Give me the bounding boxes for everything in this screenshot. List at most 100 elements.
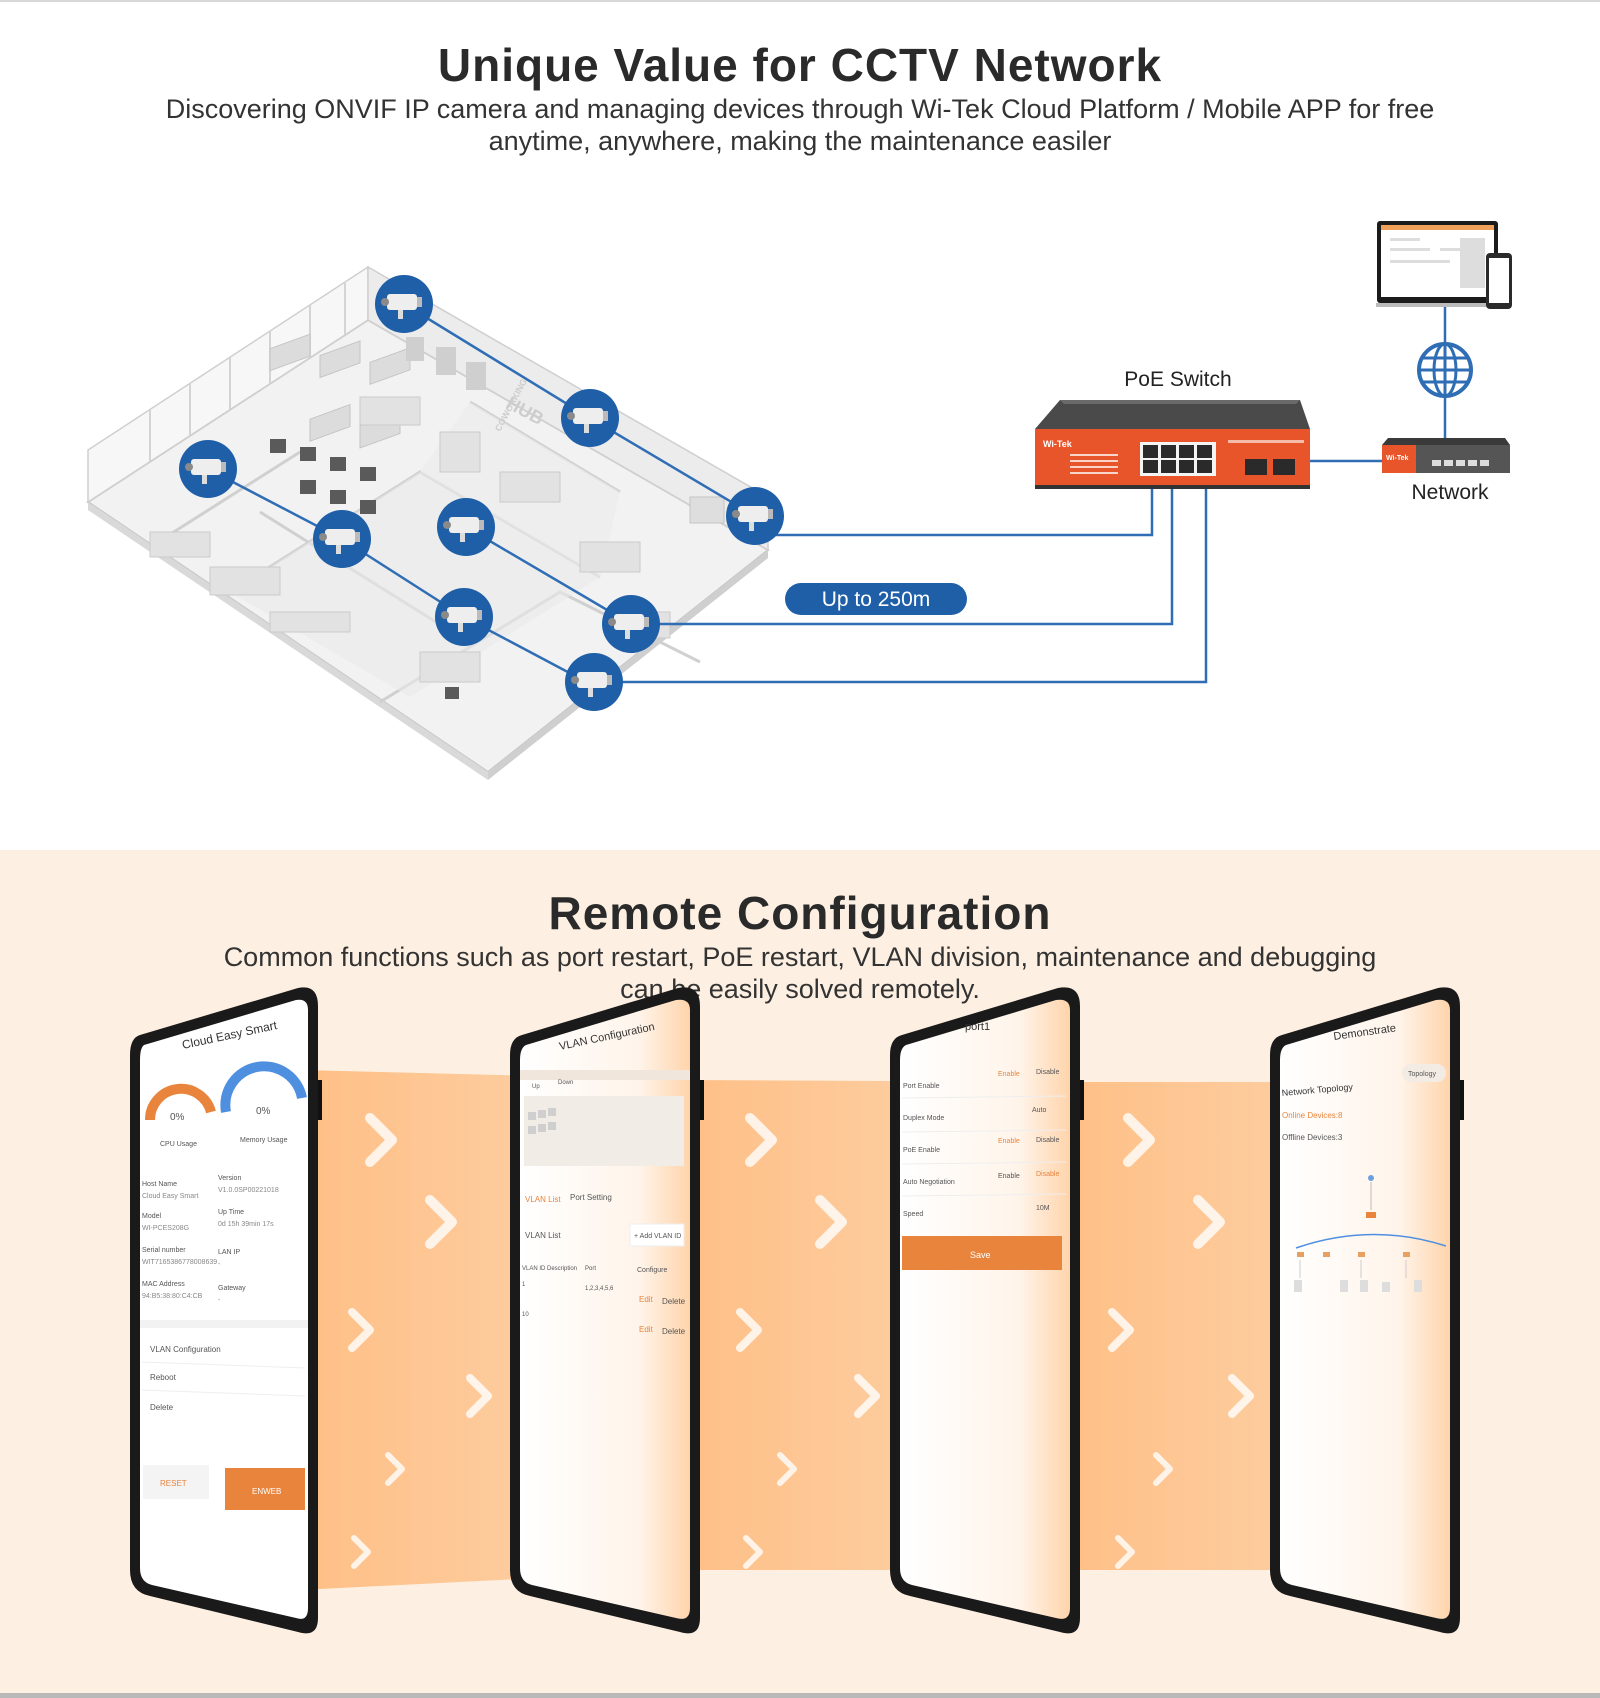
legend-down: Down — [558, 1080, 573, 1086]
speed-label: Speed — [903, 1211, 923, 1218]
version-value: V1.0.0SP00221018 — [218, 1187, 279, 1194]
poe-switch-device: PoE Switch Wi-Tek — [1035, 368, 1310, 489]
cpu-label: CPU Usage — [160, 1141, 197, 1148]
chevron-right-icon — [1108, 1113, 1254, 1569]
menu-delete[interactable]: Delete — [150, 1403, 174, 1412]
autoneg-enable-option[interactable]: Enable — [998, 1173, 1020, 1180]
ip-cameras — [179, 275, 784, 711]
port-enable-option[interactable]: Enable — [998, 1071, 1020, 1078]
tab-vlan-list[interactable]: VLAN List — [525, 1195, 561, 1204]
col-description: Description — [547, 1266, 577, 1272]
model-label: Model — [142, 1213, 162, 1220]
section-subtitle-line2: anytime, anywhere, making the maintenanc… — [488, 126, 1112, 156]
serial-label: Serial number — [142, 1247, 186, 1254]
monitor-and-phone-icon — [1376, 221, 1512, 309]
menu-vlan-configuration[interactable]: VLAN Configuration — [150, 1345, 221, 1354]
vlan-list-label: VLAN List — [525, 1231, 561, 1240]
row2-vlan-id: 10 — [522, 1312, 529, 1318]
top-divider — [0, 0, 1600, 2]
add-vlan-button[interactable]: + Add VLAN ID — [634, 1233, 681, 1240]
speed-select[interactable]: 10M — [1036, 1205, 1050, 1212]
phone-port-settings: port1 Port Enable Enable Disable Duplex … — [890, 987, 1084, 1634]
memory-value: 0% — [256, 1106, 271, 1117]
camera-icon — [375, 275, 433, 333]
poe-disable-option[interactable]: Disable — [1036, 1137, 1059, 1144]
enweb-button[interactable]: ENWEB — [252, 1487, 281, 1496]
row1-port: 1,2,3,4,5,6 — [585, 1286, 614, 1292]
cpu-value: 0% — [170, 1112, 185, 1123]
row1-vlan-id: 1 — [522, 1282, 526, 1288]
phone3-title: port1 — [965, 1021, 990, 1033]
tab-port-setting[interactable]: Port Setting — [570, 1193, 612, 1202]
host-name-value: Cloud Easy Smart — [142, 1193, 198, 1200]
phones-showcase: Cloud Easy Smart 0% 0% CPU Usage Memory … — [130, 987, 1464, 1634]
memory-label: Memory Usage — [240, 1137, 288, 1144]
camera-icon — [565, 653, 623, 711]
gateway-value: - — [218, 1297, 221, 1304]
online-devices: Online Devices:8 — [1282, 1111, 1343, 1120]
cctv-network-section: Unique Value for CCTV Network Discoverin… — [0, 2, 1600, 850]
cctv-network-diagram: HUB COWORKING — [86, 221, 1512, 780]
serial-value: WIT7165386778008639 — [142, 1259, 217, 1266]
autoneg-disable-option[interactable]: Disable — [1036, 1171, 1059, 1178]
network-label: Network — [1411, 481, 1489, 504]
switch-brand: Wi-Tek — [1043, 439, 1073, 449]
col-configure: Configure — [637, 1267, 667, 1274]
port-enable-label: Port Enable — [903, 1083, 940, 1090]
auto-negotiation-label: Auto Negotiation — [903, 1179, 955, 1186]
mac-value: 94:B5:38:80:C4:CB — [142, 1293, 203, 1300]
uptime-label: Up Time — [218, 1209, 244, 1216]
topology-map — [1294, 1175, 1447, 1292]
distance-badge: Up to 250m — [785, 583, 967, 615]
legend-up: Up — [532, 1084, 540, 1090]
globe-icon — [1417, 342, 1473, 398]
poe-enable-label: PoE Enable — [903, 1147, 940, 1154]
row1-edit-button[interactable]: Edit — [639, 1295, 654, 1304]
duplex-mode-select[interactable]: Auto — [1032, 1107, 1047, 1114]
uptime-value: 0d 15h 39min 17s — [218, 1221, 274, 1228]
col-port: Port — [585, 1266, 596, 1272]
camera-icon — [726, 487, 784, 545]
camera-icon — [179, 440, 237, 498]
phone-vlan-config: VLAN Configuration Up Down VLAN List Por… — [510, 987, 704, 1634]
poe-enable-option[interactable]: Enable — [998, 1138, 1020, 1145]
gateway-label: Gateway — [218, 1285, 246, 1292]
offline-devices: Offline Devices:3 — [1282, 1133, 1343, 1142]
office-floorplan: HUB COWORKING — [86, 265, 770, 780]
lanip-value: - — [218, 1261, 221, 1268]
save-button[interactable]: Save — [970, 1250, 991, 1260]
port-disable-option[interactable]: Disable — [1036, 1069, 1059, 1076]
camera-icon — [313, 510, 371, 568]
row2-edit-button[interactable]: Edit — [639, 1325, 654, 1334]
section-title: Remote Configuration — [548, 887, 1052, 939]
bottom-divider — [0, 1693, 1600, 1698]
host-name-label: Host Name — [142, 1181, 177, 1188]
menu-reboot[interactable]: Reboot — [150, 1373, 177, 1382]
duplex-mode-label: Duplex Mode — [903, 1115, 944, 1122]
section-title: Unique Value for CCTV Network — [437, 39, 1163, 91]
reset-button[interactable]: RESET — [160, 1479, 187, 1488]
chevron-right-icon — [348, 1113, 492, 1569]
router-brand: Wi-Tek — [1386, 455, 1408, 462]
model-value: WI-PCES208G — [142, 1225, 189, 1232]
chevron-right-icon — [736, 1113, 880, 1569]
distance-badge-label: Up to 250m — [822, 588, 931, 611]
row1-delete-button[interactable]: Delete — [662, 1297, 686, 1306]
camera-icon — [435, 588, 493, 646]
chevron-icons — [348, 1113, 1254, 1569]
mac-label: MAC Address — [142, 1281, 185, 1288]
section-subtitle-line1: Discovering ONVIF IP camera and managing… — [165, 94, 1435, 124]
poe-switch-label: PoE Switch — [1124, 368, 1231, 391]
phone-topology: Demonstrate Topology Network Topology On… — [1270, 987, 1464, 1634]
camera-icon — [561, 389, 619, 447]
version-label: Version — [218, 1175, 241, 1182]
lanip-label: LAN IP — [218, 1249, 241, 1256]
remote-config-section: Remote Configuration Common functions su… — [0, 850, 1600, 1695]
col-vlan-id: VLAN ID — [522, 1266, 546, 1272]
topology-button[interactable]: Topology — [1408, 1071, 1437, 1078]
network-router: Wi-Tek Network — [1382, 438, 1510, 504]
row2-delete-button[interactable]: Delete — [662, 1327, 686, 1336]
section-subtitle-line1: Common functions such as port restart, P… — [223, 942, 1377, 972]
camera-icon — [602, 595, 660, 653]
phone-device-status: Cloud Easy Smart 0% 0% CPU Usage Memory … — [130, 987, 322, 1634]
